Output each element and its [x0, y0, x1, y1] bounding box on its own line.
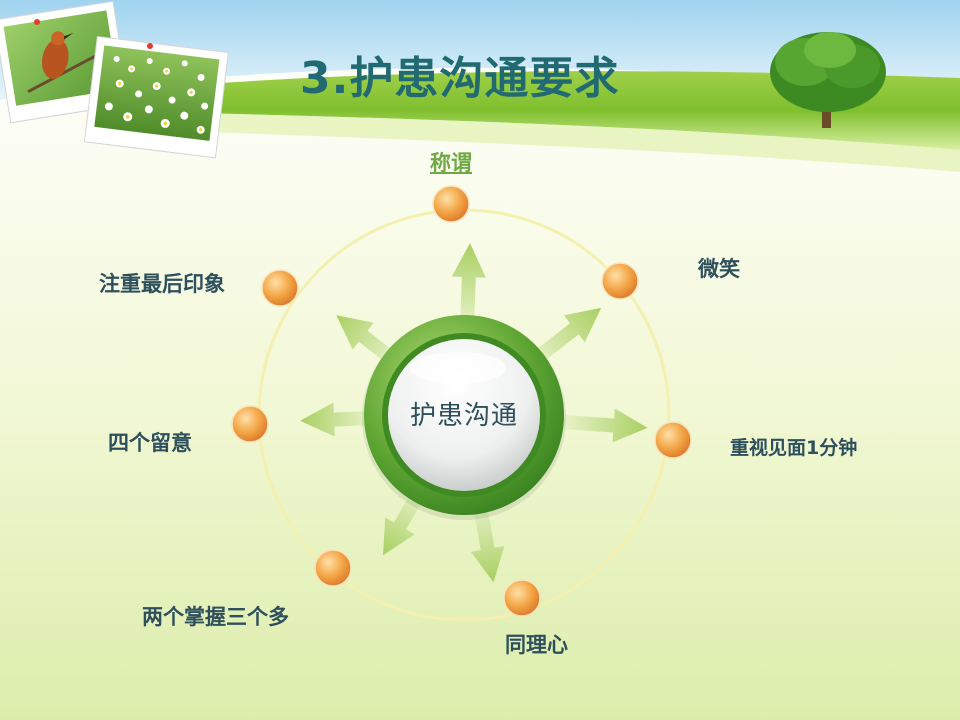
node-1	[601, 262, 639, 300]
arrow-upper-left	[336, 315, 399, 367]
arrow-left	[300, 402, 371, 437]
item-label-last-impression: 注重最后印象	[99, 272, 225, 296]
grass-hill	[150, 71, 960, 150]
node-5	[231, 405, 269, 443]
nodes	[231, 185, 692, 617]
node-0	[432, 185, 470, 223]
arrow-down-right	[470, 502, 505, 583]
item-label-two-master-three-more: 两个掌握三个多	[142, 605, 289, 629]
node-2	[654, 421, 692, 459]
flower-field-photo-icon	[83, 35, 229, 159]
grass-edge	[150, 112, 960, 172]
sky-band	[0, 0, 960, 100]
item-label-empathy: 同理心	[505, 633, 568, 657]
node-6	[261, 269, 299, 307]
node-3	[503, 579, 541, 617]
item-label-first-minute: 重视见面1分钟	[730, 437, 858, 459]
arrow-up	[451, 243, 486, 328]
item-label-smile: 微笑	[698, 257, 740, 281]
item-label-address[interactable]: 称谓	[430, 151, 472, 175]
radial-arrows	[300, 243, 648, 583]
arrow-upper-right	[529, 307, 602, 367]
node-4	[314, 549, 352, 587]
hub-label: 护患沟通	[409, 401, 518, 431]
hub	[362, 315, 566, 520]
slide-title: 3.护患沟通要求	[300, 53, 620, 104]
tree-icon	[770, 32, 886, 128]
pin-icon	[34, 19, 40, 25]
pin-icon	[147, 43, 153, 49]
arrow-down-left	[383, 487, 427, 556]
item-label-four-attentions: 四个留意	[108, 431, 192, 455]
arrow-right	[563, 408, 648, 443]
